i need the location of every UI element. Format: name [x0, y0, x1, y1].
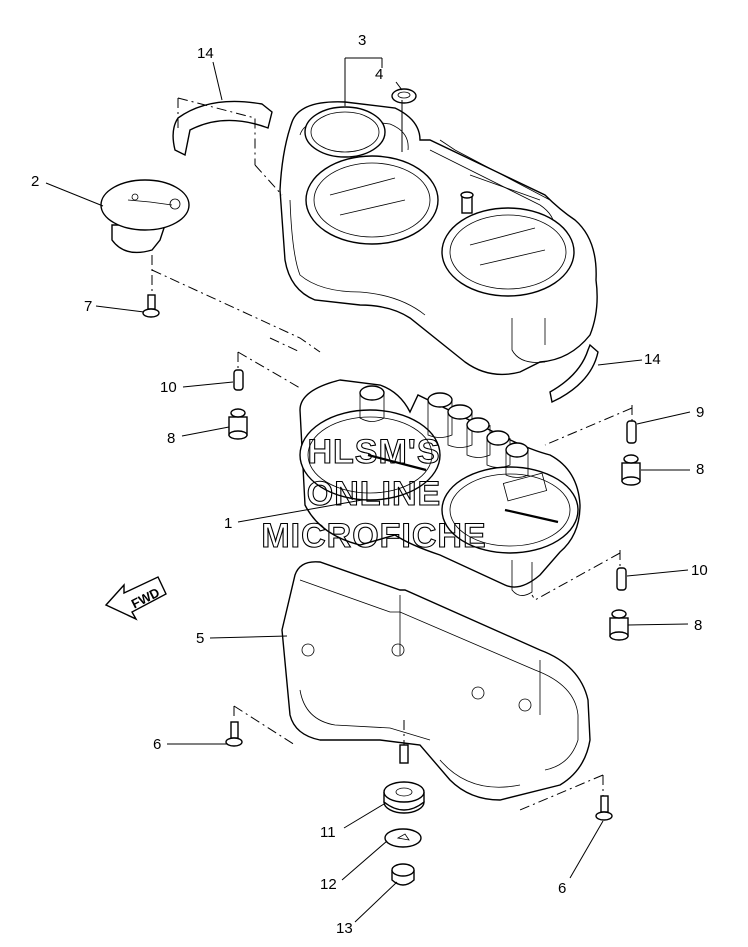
- stud-bolt: [399, 744, 409, 764]
- callout-14-lower: 14: [644, 351, 661, 368]
- forward-direction-arrow: FWD: [104, 576, 167, 621]
- socket-part-8-right-upper: [621, 454, 641, 486]
- upper-gauge-lens: [304, 106, 386, 158]
- watermark-line-1: HLSM'S: [307, 433, 440, 471]
- socket-part-8-right-lower: [609, 609, 629, 641]
- callout-1: 1: [224, 515, 232, 532]
- callout-9: 9: [696, 404, 704, 421]
- bulb-part-10-left: [233, 369, 244, 391]
- lower-case-part-5: [281, 561, 591, 801]
- callout-8-left: 8: [167, 430, 175, 447]
- meter-assembly-part-1: [299, 379, 581, 596]
- callout-3: 3: [358, 32, 366, 49]
- washer-part-12: [384, 828, 422, 848]
- screw-part-6-right: [595, 795, 613, 821]
- callout-8-right-lower: 8: [694, 617, 702, 634]
- callout-4: 4: [375, 66, 383, 83]
- callout-14-upper: 14: [197, 45, 214, 62]
- tachometer-lens: [441, 207, 575, 297]
- leader-lines: [45, 57, 691, 923]
- callout-numbers: 3 4 14 2 7 10 8 1 5 6 11 12 13 6 14 9 8 …: [31, 32, 708, 937]
- callout-8-right-upper: 8: [696, 461, 704, 478]
- watermark-line-2: ONLINE: [307, 475, 441, 513]
- damper-rubber-upper: [172, 100, 273, 157]
- callout-5: 5: [196, 630, 204, 647]
- callout-10-left: 10: [160, 379, 177, 396]
- callout-7: 7: [84, 298, 92, 315]
- bulb-part-10-right: [616, 567, 627, 591]
- screw-part-6-left: [225, 721, 243, 747]
- callout-12: 12: [320, 876, 337, 893]
- grommet-part-4: [391, 88, 417, 104]
- socket-part-8-left: [228, 408, 248, 440]
- speedometer-lens: [305, 155, 439, 245]
- callout-6-left: 6: [153, 736, 161, 753]
- grommet-part-11: [383, 781, 425, 814]
- meter-unit-part-2: [100, 179, 190, 254]
- watermark: HLSM'S ONLINE MICROFICHE: [261, 432, 486, 555]
- bulb-part-9: [626, 420, 637, 444]
- callout-10-right: 10: [691, 562, 708, 579]
- watermark-line-3: MICROFICHE: [261, 517, 486, 555]
- nut-part-13: [391, 863, 415, 886]
- damper-rubber-lower: [549, 343, 599, 404]
- screw-part-7: [142, 294, 160, 318]
- assembly-lines: [151, 97, 633, 811]
- callout-6-right: 6: [558, 880, 566, 897]
- callout-2: 2: [31, 173, 39, 190]
- callout-13: 13: [336, 920, 353, 937]
- callout-11: 11: [320, 824, 336, 841]
- indicator-lamps: [427, 392, 529, 478]
